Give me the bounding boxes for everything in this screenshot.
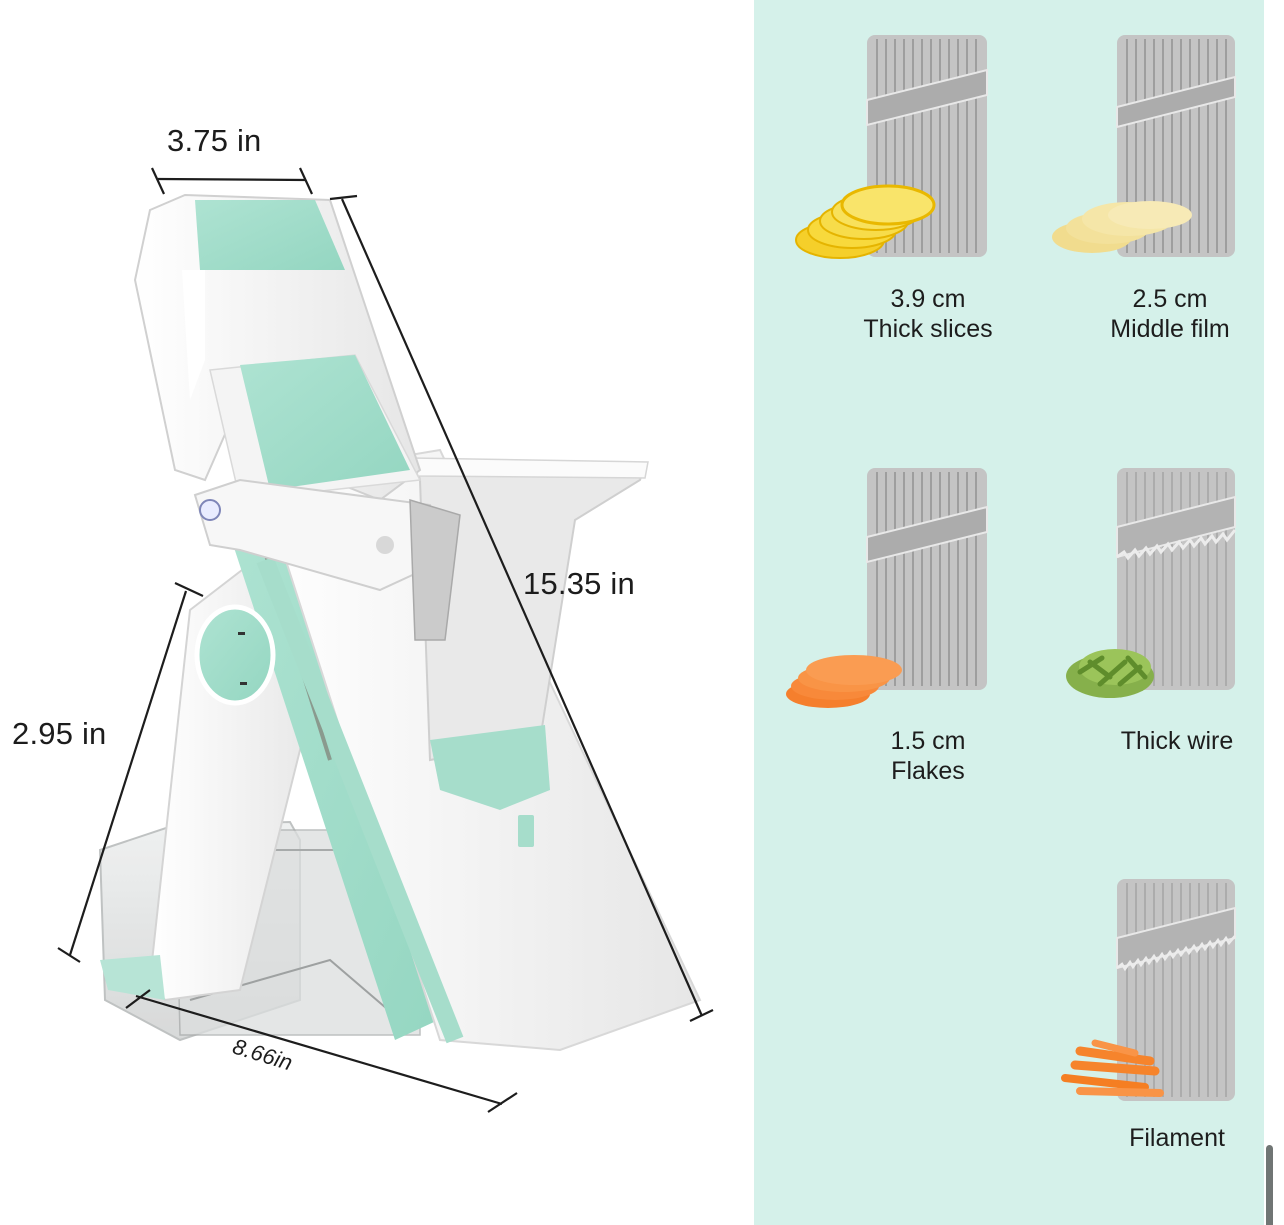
product-image-panel: 3.75 in 15.35 in 2.95 in 8.66in [12,123,714,1113]
blade-name: Middle film [1110,315,1230,343]
straight-blade-icon [795,35,988,259]
potato-slices [1052,201,1192,253]
blade-name: Thick wire [1120,727,1234,755]
straight-blade-icon [1052,35,1236,257]
scrollbar-thumb[interactable] [1266,1145,1273,1225]
straight-blade-icon [786,468,988,708]
food-hopper [410,457,649,847]
thickness-knob [194,604,276,706]
green-bean-pieces [1066,649,1154,698]
blade-option-thick-slices [780,25,1020,345]
dimension-leg-height: 2.95 in [12,716,107,751]
slicer-illustration [57,167,714,1113]
blade-caption-middle-film: 2.5 cm Middle film [1110,284,1229,344]
lemon-slices [795,184,936,259]
blade-size: 1.5 cm [890,727,966,755]
blade-option-filament [1040,873,1280,1133]
page-edge [1264,0,1284,1225]
dimension-total-height: 15.35 in [523,566,635,601]
blade-size: 3.9 cm [890,285,966,313]
blade-caption-filament: Filament [1129,1123,1225,1153]
blade-option-flakes [780,462,1020,722]
dimension-handle-width: 3.75 in [167,123,262,158]
carrot-sticks [1061,1039,1164,1097]
serrated-blade-icon [1066,468,1237,698]
serrated-blade-icon [1061,879,1236,1101]
pusher-handle [133,193,422,502]
blade-option-thick-wire [1040,462,1280,722]
blade-size: 2.5 cm [1132,285,1208,313]
blade-name: Flakes [891,757,965,785]
blade-caption-thick-wire: Thick wire [1121,726,1234,756]
blade-name: Thick slices [863,315,993,343]
blade-caption-flakes: 1.5 cm Flakes [890,726,965,786]
blade-name: Filament [1129,1124,1225,1152]
blade-caption-thick-slices: 3.9 cm Thick slices [863,284,992,344]
carrot-slices [786,655,902,708]
blade-option-middle-film [1040,25,1280,345]
dimension-lines [57,167,714,1113]
